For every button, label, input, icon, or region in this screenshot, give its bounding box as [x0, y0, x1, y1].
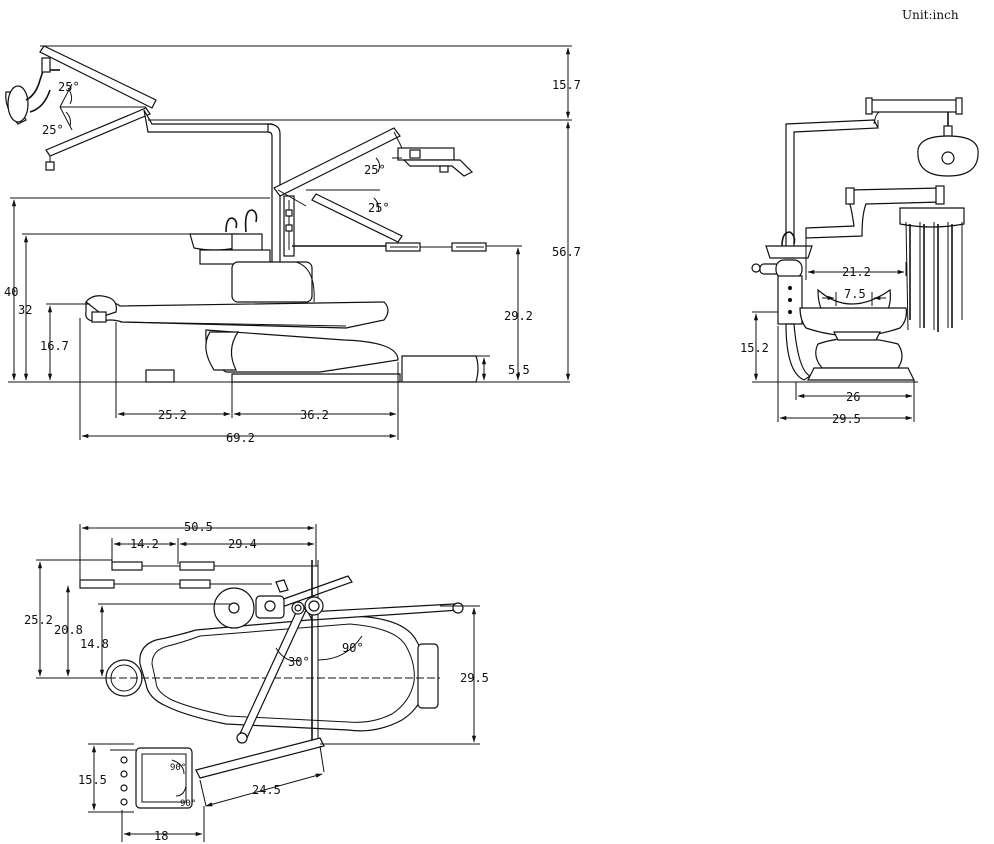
top-angle-tray-2: 90° [180, 799, 196, 809]
top-dim-20-8: 20.8 [54, 623, 83, 637]
side-view: 25° 25° [4, 45, 581, 445]
front-dim-15-2: 15.2 [740, 341, 769, 355]
angle-label-tray-1: 25° [364, 163, 386, 177]
top-dim-24-5: 24.5 [252, 783, 281, 797]
top-dim-50-5: 50.5 [184, 520, 213, 534]
front-light-arm [867, 99, 961, 113]
front-base [807, 367, 915, 381]
top-view: 90° 90° 30° 90° 50.5 14.2 29.4 25.2 20.8… [24, 520, 489, 843]
angle-label-tray-2: 25° [368, 201, 390, 215]
front-dim-21-2: 21.2 [842, 265, 871, 279]
top-doctor-arm [195, 737, 325, 779]
top-assistant-hoses [111, 561, 143, 571]
top-dim-14-8: 14.8 [80, 637, 109, 651]
top-angle-tray-1: 90° [170, 763, 186, 773]
top-dim-15-5: 15.5 [78, 773, 107, 787]
top-dim-29-5: 29.5 [460, 671, 489, 685]
dim-15-7: 15.7 [552, 78, 581, 92]
top-dim-25-2: 25.2 [24, 613, 53, 627]
dim-40: 40 [4, 285, 18, 299]
water-unit-box [231, 261, 313, 303]
assistant-arm [292, 242, 487, 252]
front-dim-26: 26 [846, 390, 860, 404]
front-dim-7-5: 7.5 [844, 287, 866, 301]
post-column [267, 123, 295, 269]
top-dim-29-4: 29.4 [228, 537, 257, 551]
light-arm [39, 45, 273, 171]
top-dim-14-2: 14.2 [130, 537, 159, 551]
dim-16-7: 16.7 [40, 339, 69, 353]
dim-5-5: 5.5 [508, 363, 530, 377]
operating-light [5, 57, 60, 125]
top-angle-30: 30° [288, 655, 310, 669]
front-tray-arm [805, 187, 943, 239]
cuspidor [189, 209, 271, 265]
top-chair-outline [139, 615, 427, 732]
dim-25-2: 25.2 [158, 408, 187, 422]
unit-label: Unit:inch [902, 8, 959, 22]
top-angle-90: 90° [342, 641, 364, 655]
dim-69-2: 69.2 [226, 431, 255, 445]
foot-control [401, 355, 479, 383]
dim-36-2: 36.2 [300, 408, 329, 422]
angle-label-upper-2: 25° [42, 123, 64, 137]
doctor-instrument-tray [273, 127, 474, 243]
top-dim-18: 18 [154, 829, 168, 843]
dim-29-2: 29.2 [504, 309, 533, 323]
dim-56-7: 56.7 [552, 245, 581, 259]
angle-label-upper-1: 25° [58, 80, 80, 94]
front-cuspidor [765, 245, 813, 259]
front-dim-29-5: 29.5 [832, 412, 861, 426]
dim-32: 32 [18, 303, 32, 317]
front-view: 21.2 7.5 15.2 26 29.5 [740, 97, 979, 426]
chair [85, 295, 479, 383]
